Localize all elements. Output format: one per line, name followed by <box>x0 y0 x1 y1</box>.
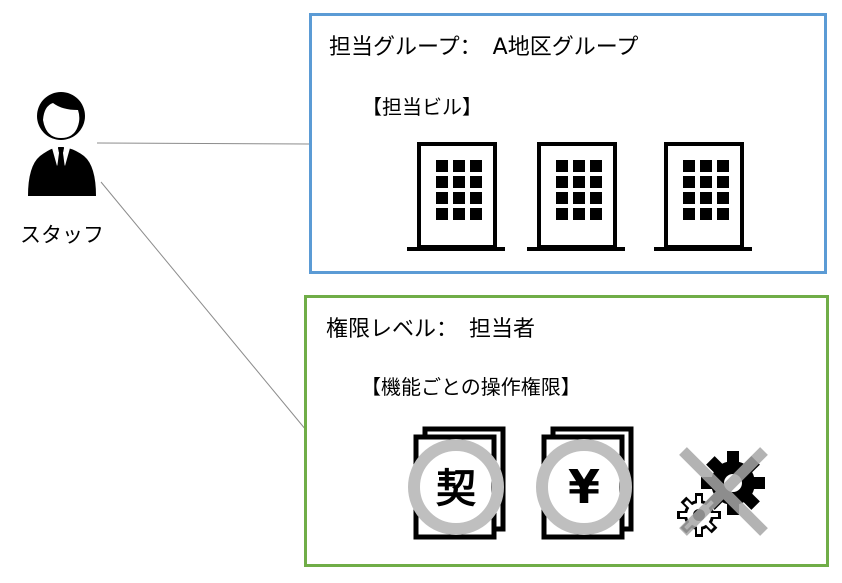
buildings-row <box>407 142 752 251</box>
allowed-circle-mark <box>536 439 632 535</box>
building-icon <box>407 142 505 251</box>
building-icon <box>527 142 625 251</box>
staff-label: スタッフ <box>20 223 104 247</box>
connector-to-group-box <box>96 142 311 145</box>
connector-to-permission-box <box>100 181 307 431</box>
staff-node: スタッフ <box>18 82 108 252</box>
denied-cross-mark <box>679 447 768 536</box>
permission-level-title: 権限レベル： 担当者 <box>326 317 536 342</box>
billing-permission-item: ¥ <box>536 426 634 540</box>
contract-glyph: 契 <box>436 466 476 512</box>
permission-level-box: 権限レベル： 担当者 【機能ごとの操作権限】 契 ¥ <box>304 295 829 567</box>
function-permissions-heading: 【機能ごとの操作権限】 <box>361 375 581 399</box>
settings-permission-item <box>677 447 768 537</box>
assigned-group-title: 担当グループ： A地区グループ <box>329 35 639 60</box>
yen-glyph: ¥ <box>568 460 600 514</box>
assigned-group-box: 担当グループ： A地区グループ 【担当ビル】 <box>309 13 827 274</box>
contract-permission-item: 契 <box>408 426 506 540</box>
building-icon <box>654 142 752 251</box>
person-icon <box>28 92 96 196</box>
assigned-buildings-heading: 【担当ビル】 <box>362 95 482 119</box>
allowed-circle-mark <box>408 439 504 535</box>
